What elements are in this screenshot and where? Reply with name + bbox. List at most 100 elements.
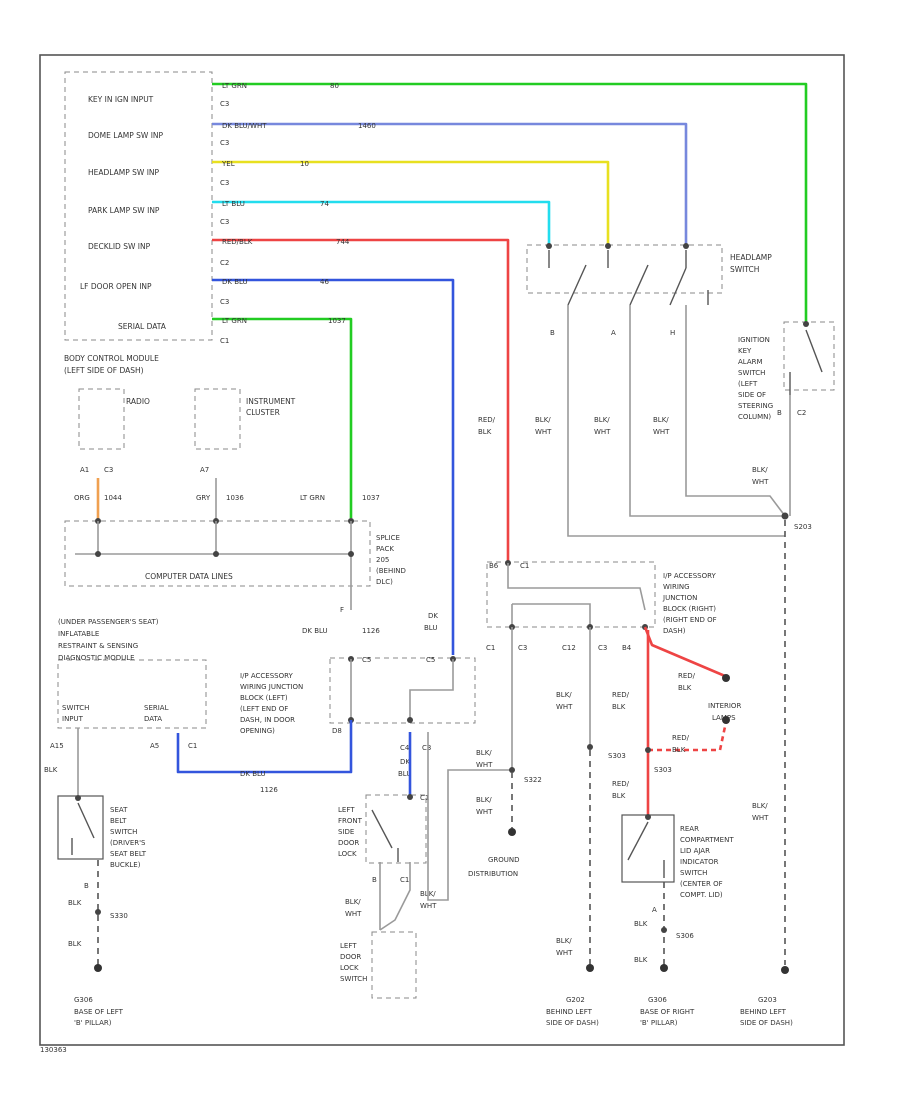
ip-right-name: DASH) xyxy=(663,627,686,635)
splice-label: S306 xyxy=(676,932,694,940)
pin-label: B xyxy=(372,876,377,884)
ip-right-box xyxy=(486,561,656,628)
wire-label: DK xyxy=(400,758,410,766)
terminal-label: A xyxy=(611,329,616,337)
interior-lamps-name: LAMPS xyxy=(712,714,736,722)
instrument-cluster: INSTRUMENT CLUSTER A7 GRY 1036 xyxy=(194,388,296,520)
wire-label: 10 xyxy=(300,160,309,168)
splice-pack-name: 205 xyxy=(376,556,389,564)
wire-label: BLK xyxy=(44,766,58,774)
wire-label: WHT xyxy=(556,949,573,957)
wire-label: WHT xyxy=(752,814,769,822)
wire-label: RED/ xyxy=(478,416,496,424)
terminal-label: B xyxy=(550,329,555,337)
wire-label: 1126 xyxy=(362,627,380,635)
splice-label: S303 xyxy=(654,766,672,774)
ground-label: G306 xyxy=(74,996,93,1004)
sir-name: (UNDER PASSENGER'S SEAT) xyxy=(58,618,159,626)
bcm-conn-label: C3 xyxy=(220,298,229,306)
pin-label: C4 xyxy=(400,744,410,752)
ignition-switch-name: COLUMN) xyxy=(738,413,771,421)
rear-lid-ajar-switch: REAR COMPARTMENT LID AJAR INDICATOR SWIT… xyxy=(621,814,734,1027)
splice-label: S322 xyxy=(524,776,542,784)
door-lock-name: SIDE xyxy=(338,828,354,836)
ignition-switch-name: SWITCH xyxy=(738,369,765,377)
wire-label: BLK xyxy=(612,703,626,711)
sir-module: (UNDER PASSENGER'S SEAT) INFLATABLE REST… xyxy=(50,618,207,750)
ip-right-name: JUNCTION xyxy=(662,594,697,602)
ground-g203 xyxy=(781,966,789,974)
conn-label: C5 xyxy=(362,656,371,664)
headlamp-switch-box xyxy=(526,244,723,294)
wire-label: LT GRN xyxy=(222,317,247,325)
door-lock-switch-name: DOOR xyxy=(340,953,361,961)
splice-s306 xyxy=(661,927,667,933)
diagram-frame xyxy=(39,54,845,1046)
wire-label: DK BLU/WHT xyxy=(222,122,267,130)
radio-pin: A1 xyxy=(80,466,89,474)
wire-label: LT GRN xyxy=(222,82,247,90)
splice-pack-name: SPLICE xyxy=(376,534,400,542)
bcm-name: BODY CONTROL MODULE xyxy=(64,354,159,363)
door-lock-switch-name: LEFT xyxy=(340,942,357,950)
wire-label: BLK/ xyxy=(653,416,669,424)
ip-junction-block-left: F DK BLU 1126 DK BLU C5 C5 I/P ACCESSORY… xyxy=(240,606,476,778)
wire-blk-wht xyxy=(629,305,785,517)
interior-lamps-name: INTERIOR xyxy=(708,702,741,710)
wire-label: WHT xyxy=(594,428,611,436)
radio: RADIO A1 C3 ORG 1044 xyxy=(74,388,150,520)
ground-desc: BEHIND LEFT xyxy=(546,1008,593,1016)
wire-sir-data xyxy=(176,720,353,774)
wire-label: WHT xyxy=(476,808,493,816)
wire-label: 1037 xyxy=(362,494,380,502)
wire-label: BLK xyxy=(478,428,492,436)
headlamp-switch-name: SWITCH xyxy=(730,265,759,274)
seat-belt-name: SWITCH xyxy=(110,828,137,836)
wire-label: BLK xyxy=(678,684,692,692)
splice-label: S303 xyxy=(608,752,626,760)
wire-label: WHT xyxy=(345,910,362,918)
ignition-switch-name: (LEFT xyxy=(738,380,758,388)
ignition-switch-name: SIDE OF xyxy=(738,391,766,399)
wire-label: BLK/ xyxy=(345,898,361,906)
splice-s322 xyxy=(509,767,515,773)
wire-label: 1037 xyxy=(328,317,346,325)
wire-label: WHT xyxy=(556,703,573,711)
seat-belt-box xyxy=(57,795,104,860)
conn-label: C1 xyxy=(420,794,429,802)
ignition-switch-name: STEERING xyxy=(738,402,773,410)
wire-blk-wht xyxy=(685,305,786,517)
pin-label: F xyxy=(340,606,344,614)
pin-label: C3 xyxy=(518,644,527,652)
wire-label: BLK/ xyxy=(476,749,492,757)
ip-left-name: (LEFT END OF xyxy=(240,705,288,713)
ground-desc: BASE OF LEFT xyxy=(74,1008,124,1016)
pin-label: C3 xyxy=(422,744,431,752)
door-lock-switch-name: SWITCH xyxy=(340,975,367,983)
wire-label: BLK xyxy=(634,920,648,928)
rear-lid-name: REAR xyxy=(680,825,699,833)
seat-belt-name: SEAT BELT xyxy=(110,850,147,858)
wire-label: RED/ xyxy=(612,691,630,699)
wire-label: BLK/ xyxy=(752,466,768,474)
rear-lid-name: SWITCH xyxy=(680,869,707,877)
wire-label: RED/BLK xyxy=(222,238,253,246)
ip-left-name: WIRING JUNCTION xyxy=(240,683,303,691)
door-lock-name: LEFT xyxy=(338,806,355,814)
splice-pack-name: PACK xyxy=(376,545,394,553)
rear-lid-name: COMPT. LID) xyxy=(680,891,723,899)
pin-label: A xyxy=(652,906,657,914)
bcm-conn-label: C1 xyxy=(220,337,229,345)
ground-label: G202 xyxy=(566,996,585,1004)
ignition-switch-name: IGNITION xyxy=(738,336,770,344)
wire-label: BLK/ xyxy=(594,416,610,424)
door-lock-name: FRONT xyxy=(338,817,363,825)
splice-pack-name: DLC) xyxy=(376,578,393,586)
interior-lamps-node xyxy=(722,674,730,682)
bcm-conn-label: C3 xyxy=(220,100,229,108)
splice-label: S203 xyxy=(794,523,812,531)
wire-label: LT GRN xyxy=(300,494,325,502)
splice-pack-box xyxy=(64,520,371,587)
ignition-switch-name: ALARM xyxy=(738,358,763,366)
wire-label: WHT xyxy=(476,761,493,769)
